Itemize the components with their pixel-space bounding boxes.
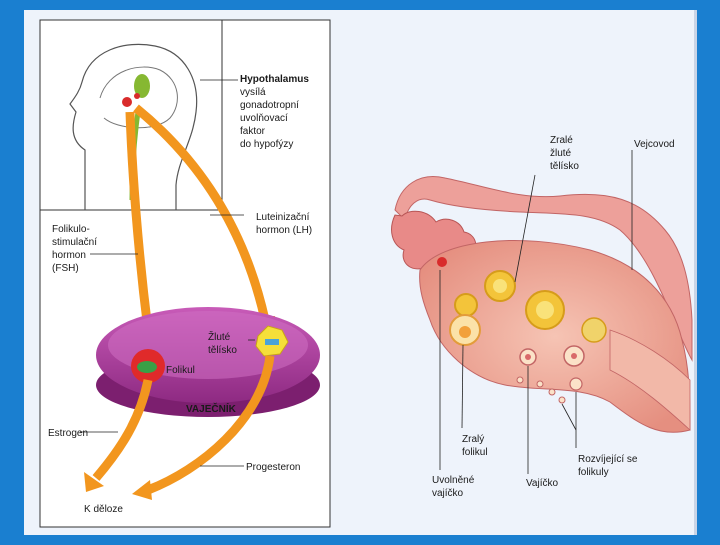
label-zlute-telisko-line1: Žluté bbox=[208, 330, 231, 343]
label-rozvijejici-se-folikuly-line1: Rozvíjející se bbox=[578, 454, 638, 465]
label-hypothalamus-line4: uvolňovací bbox=[240, 113, 288, 124]
fsh-arrow bbox=[125, 111, 153, 331]
hypothalamus-region bbox=[134, 74, 150, 98]
label-hypothalamus-line2: vysílá bbox=[240, 87, 266, 98]
released-egg bbox=[437, 257, 447, 267]
label-progesteron: Progesteron bbox=[246, 462, 300, 473]
label-zraly-folikul-line1: Zralý bbox=[462, 434, 484, 445]
label-lh-line2: hormon (LH) bbox=[256, 225, 312, 236]
label-vejcovod: Vejcovod bbox=[634, 139, 675, 150]
head-outline bbox=[69, 43, 198, 210]
label-hypothalamus-line1: Hypothalamus bbox=[240, 74, 309, 85]
label-fsh-line4: (FSH) bbox=[52, 263, 79, 274]
developing-follicle bbox=[569, 377, 583, 391]
label-rozvijejici-se-folikuly-line2: folikuly bbox=[578, 467, 609, 478]
progesterone-arrow bbox=[146, 355, 275, 495]
estrogen-arrow bbox=[92, 379, 153, 481]
label-zrale-zlute-telisko-line3: tělísko bbox=[550, 161, 579, 172]
oviduct bbox=[394, 176, 693, 362]
label-fsh-line2: stimulační bbox=[52, 237, 97, 248]
label-uvolnene-vajicko-line1: Uvolněné bbox=[432, 475, 475, 486]
label-lh-line1: Luteinizační bbox=[256, 212, 310, 223]
label-folikul: Folikul bbox=[166, 365, 195, 376]
label-k-deloze: K děloze bbox=[84, 504, 123, 515]
label-zrale-zlute-telisko-line2: žluté bbox=[550, 148, 572, 159]
label-hypothalamus-line5: faktor bbox=[240, 126, 266, 137]
ovarian-ligament bbox=[609, 329, 691, 431]
label-hypothalamus-line6: do hypofýzy bbox=[240, 139, 293, 150]
label-zlute-telisko-line2: tělísko bbox=[208, 345, 237, 356]
label-hypothalamus-line3: gonadotropní bbox=[240, 100, 299, 111]
lh-arrow bbox=[133, 104, 270, 321]
label-zraly-folikul-line2: folikul bbox=[462, 447, 488, 458]
label-vajicko: Vajíčko bbox=[526, 478, 558, 489]
label-uvolnene-vajicko-line2: vajíčko bbox=[432, 488, 464, 499]
label-fsh-line1: Folikulo- bbox=[52, 224, 90, 235]
label-vajecnik: VAJEČNÍK bbox=[186, 402, 237, 415]
label-estrogen: Estrogen bbox=[48, 428, 88, 439]
label-fsh-line3: hormon bbox=[52, 250, 86, 261]
label-zrale-zlute-telisko-line1: Zralé bbox=[550, 135, 573, 146]
pituitary-gland bbox=[122, 97, 132, 107]
